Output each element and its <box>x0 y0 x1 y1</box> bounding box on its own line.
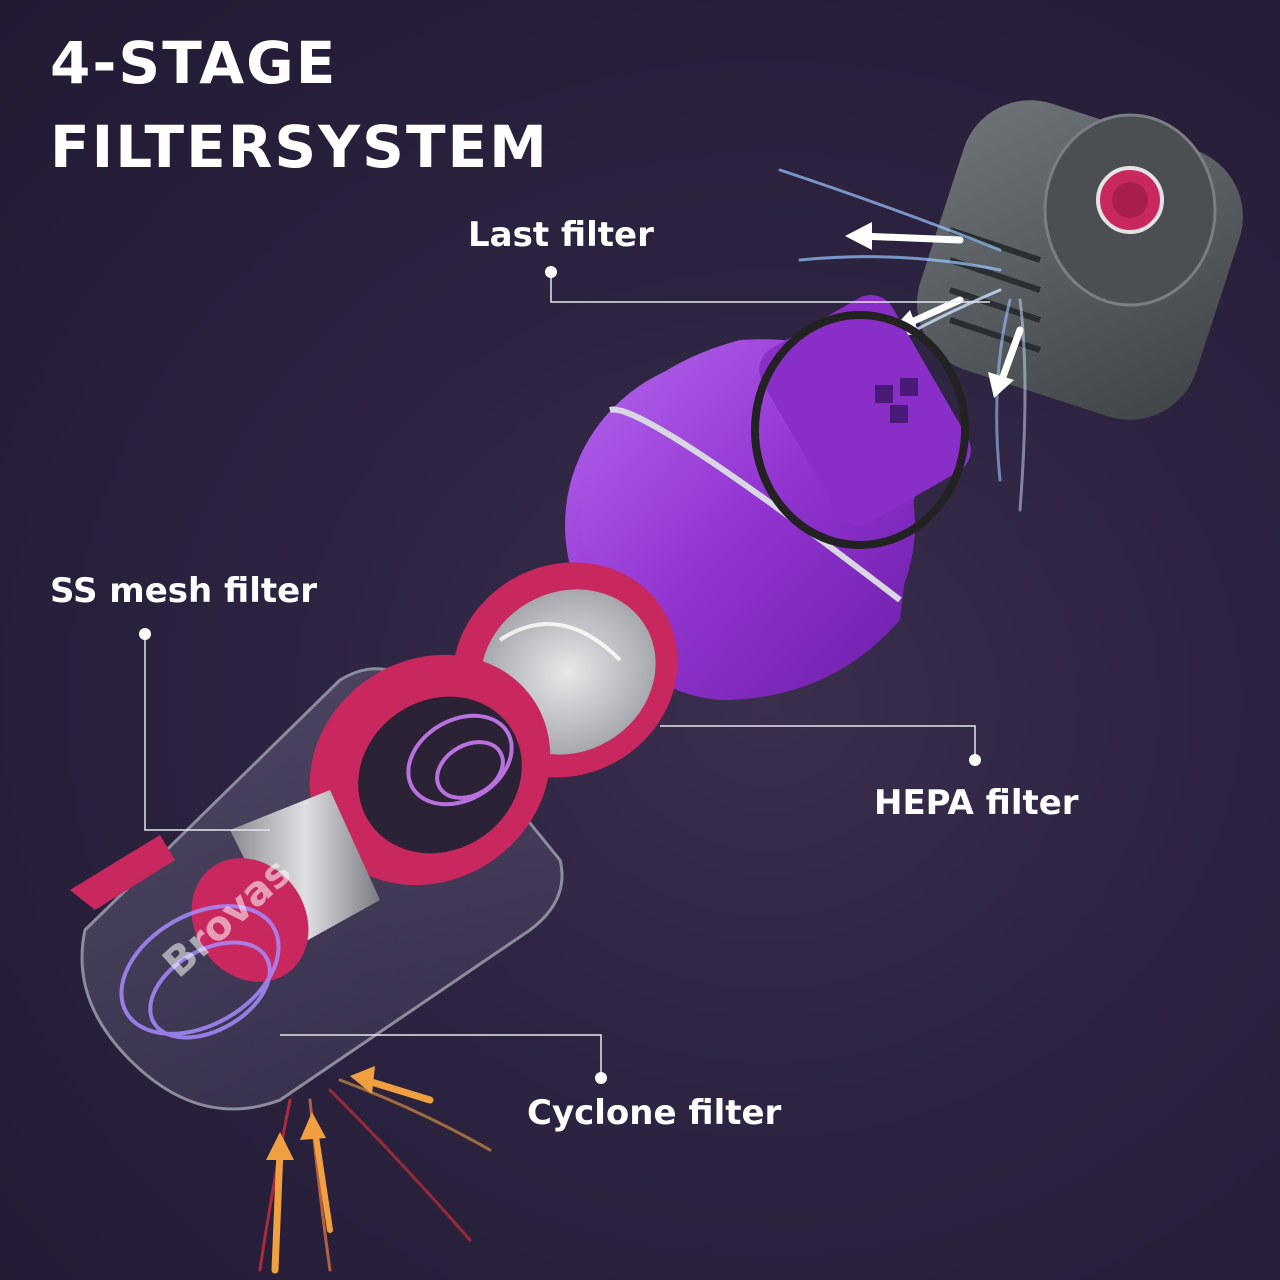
airflow-exhaust <box>778 168 1027 512</box>
last-filter-cap <box>917 100 1243 420</box>
page-title-line-2: FILTERSYSTEM <box>50 113 549 181</box>
dust-cup-assembly <box>70 654 564 1111</box>
label-cyclone-filter: Cyclone filter <box>527 1093 782 1133</box>
label-last-filter: Last filter <box>468 215 654 255</box>
callout-dots <box>139 266 981 1084</box>
airflow-intake <box>258 1066 492 1274</box>
label-ss-mesh-filter: SS mesh filter <box>50 571 317 611</box>
label-hepa-filter: HEPA filter <box>874 783 1079 823</box>
page-title-line-1: 4-STAGE <box>50 29 338 97</box>
callout-lines <box>144 272 990 1078</box>
